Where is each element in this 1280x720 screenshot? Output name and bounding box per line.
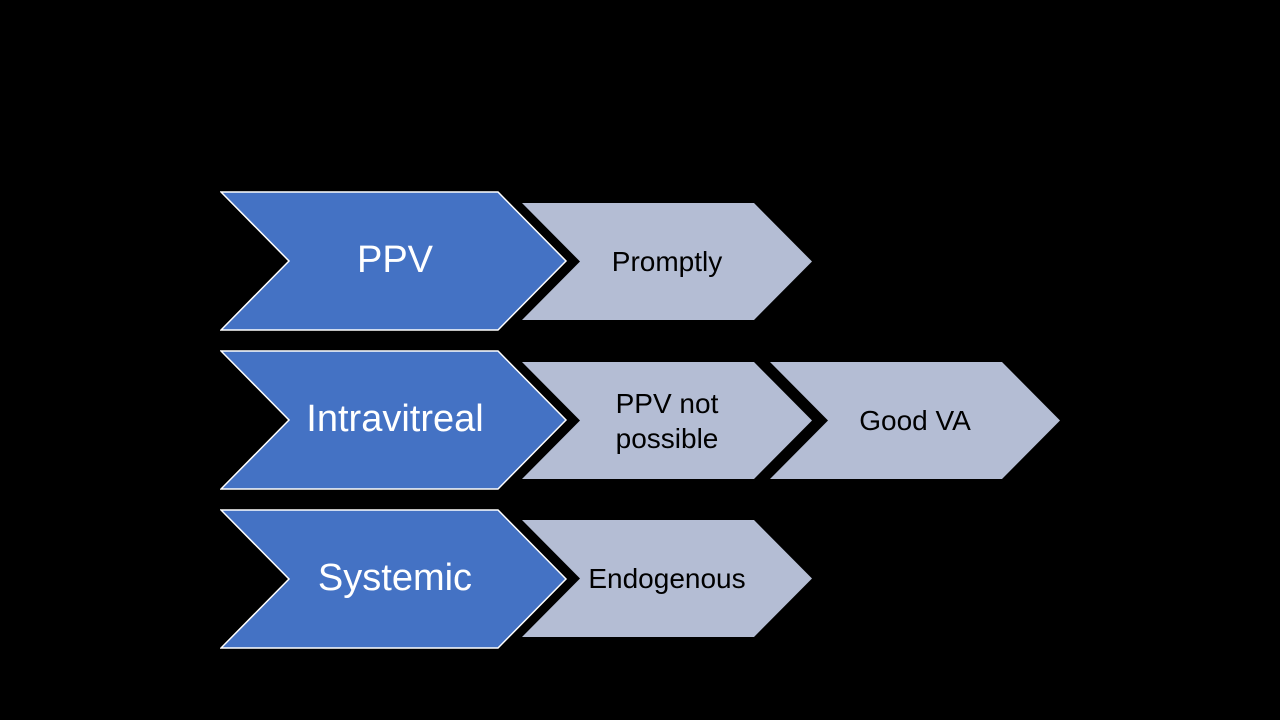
chevron-good-va: Good VA xyxy=(770,362,1060,479)
chevron-shape xyxy=(770,362,1060,479)
chevron-shape xyxy=(220,509,568,649)
chevron-label: Promptly xyxy=(611,246,723,277)
chevron-label: Systemic xyxy=(317,557,473,600)
chevron-label: Endogenous xyxy=(588,563,746,594)
chevron-shape xyxy=(220,191,568,331)
chevron-endogenous: Endogenous xyxy=(522,520,812,637)
chevron-shape xyxy=(522,520,812,637)
chevron-ppv: PPV xyxy=(220,191,568,331)
chevron-label: Intravitreal xyxy=(306,398,484,441)
chevron-shape xyxy=(220,350,568,490)
chevron-promptly: Promptly xyxy=(522,203,812,320)
chevron-label: Good VA xyxy=(859,405,971,436)
chevron-ppv-not-possible: PPV not possible xyxy=(522,362,812,479)
chevron-systemic: Systemic xyxy=(220,509,568,649)
chevron-label: PPV not possible xyxy=(615,387,719,454)
chevron-shape xyxy=(522,203,812,320)
chevron-label: PPV xyxy=(356,239,434,282)
chevron-shape xyxy=(522,362,812,479)
chevron-intravitreal: Intravitreal xyxy=(220,350,568,490)
